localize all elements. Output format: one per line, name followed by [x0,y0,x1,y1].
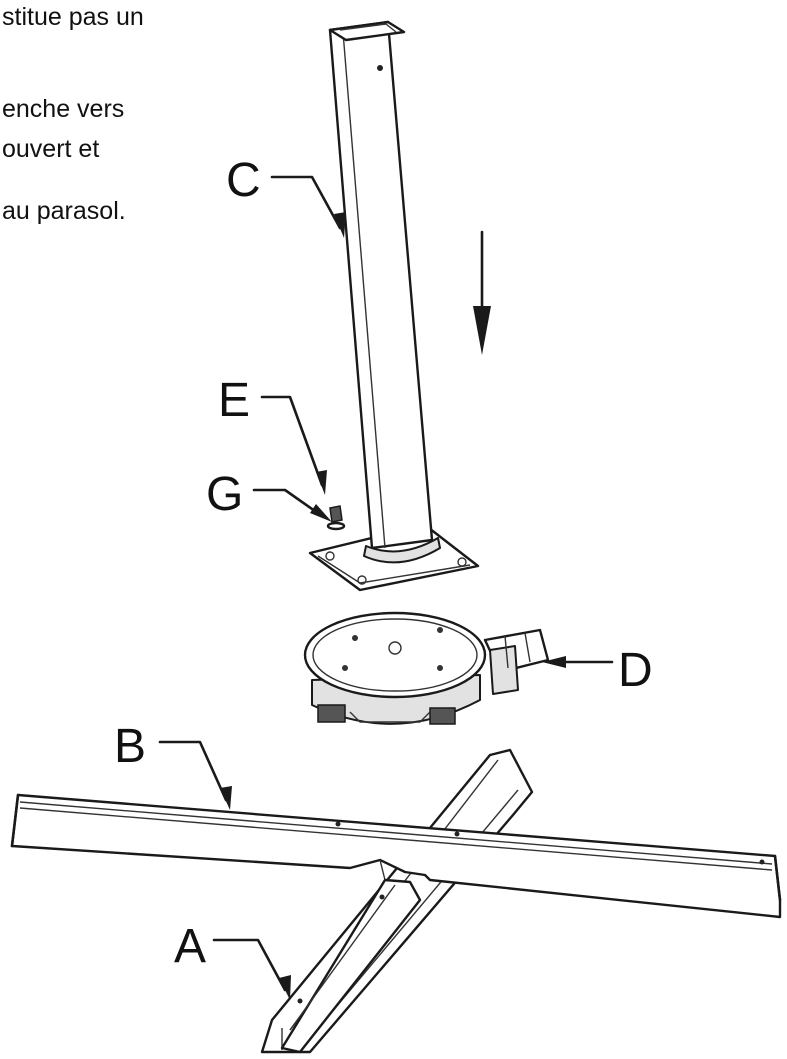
label-e: E [218,374,250,427]
instruction-line-1: stitue pas un [2,3,144,31]
label-c: C [226,154,261,207]
label-d: D [618,644,653,697]
leader-lines [158,175,614,1000]
instruction-line-2: enche vers [2,95,125,123]
pole-c [308,20,480,592]
rotating-base-d [303,611,550,725]
washer-g [326,521,346,531]
label-g: G [206,468,243,521]
instruction-line-4: au parasol. [2,197,126,225]
label-b: B [114,720,146,773]
cross-base-rail-b [10,793,782,1054]
label-a: A [174,920,206,973]
down-arrow-icon [473,230,491,355]
instruction-line-3: ouvert et [2,135,100,163]
